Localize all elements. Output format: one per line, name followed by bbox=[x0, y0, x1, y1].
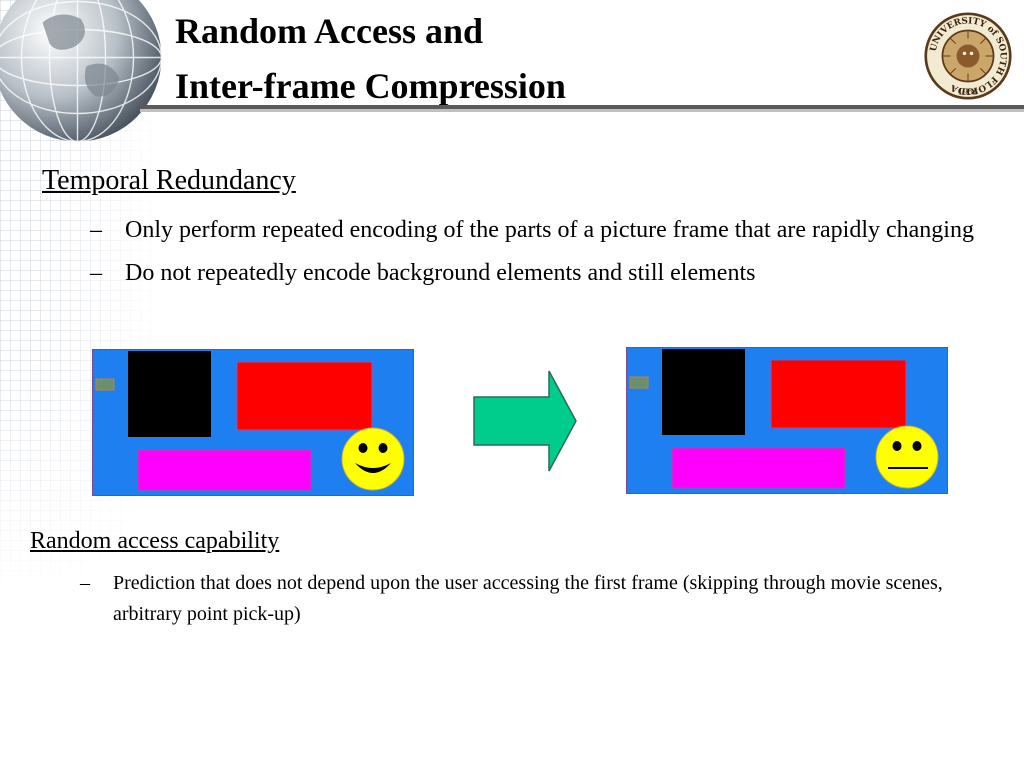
red-block bbox=[770, 359, 907, 429]
magenta-block bbox=[671, 447, 846, 489]
title-line-1: Random Access and bbox=[175, 11, 484, 51]
list-item: – Prediction that does not depend upon t… bbox=[80, 568, 960, 630]
bullet-text: Prediction that does not depend upon the… bbox=[113, 572, 943, 625]
random-access-bullets: – Prediction that does not depend upon t… bbox=[80, 568, 960, 630]
small-block bbox=[629, 376, 649, 389]
section-heading-random-access: Random access capability bbox=[30, 528, 280, 554]
bullet-text: Do not repeatedly encode background elem… bbox=[125, 260, 756, 286]
right-arrow-icon bbox=[473, 370, 577, 472]
bullet-text: Only perform repeated encoding of the pa… bbox=[125, 217, 974, 243]
globe-icon bbox=[0, 0, 163, 143]
bullet-dash: – bbox=[80, 572, 90, 594]
neutral-face-icon bbox=[875, 425, 939, 489]
magenta-block bbox=[137, 449, 312, 491]
section-heading-temporal-redundancy: Temporal Redundancy bbox=[42, 165, 296, 196]
picture-frame-2 bbox=[626, 347, 948, 494]
list-item: – Do not repeatedly encode background el… bbox=[90, 255, 990, 292]
title-rule bbox=[140, 105, 1024, 109]
slide-title: Random Access and Inter-frame Compressio… bbox=[175, 4, 566, 114]
black-block bbox=[662, 349, 745, 435]
small-block bbox=[95, 378, 115, 391]
black-block bbox=[128, 351, 211, 437]
title-rule-shadow bbox=[140, 109, 1024, 112]
picture-frame-1 bbox=[92, 349, 414, 496]
bullet-dash: – bbox=[90, 260, 102, 286]
seal-year: 1956 bbox=[958, 88, 978, 97]
bullet-dash: – bbox=[90, 217, 102, 243]
temporal-redundancy-bullets: – Only perform repeated encoding of the … bbox=[90, 212, 990, 298]
smiling-face-icon bbox=[341, 427, 405, 491]
list-item: – Only perform repeated encoding of the … bbox=[90, 212, 990, 249]
red-block bbox=[236, 361, 373, 431]
title-line-2: Inter-frame Compression bbox=[175, 66, 566, 106]
university-seal-icon: UNIVERSITY of SOUTH FLORIDA 1956 bbox=[924, 12, 1012, 100]
